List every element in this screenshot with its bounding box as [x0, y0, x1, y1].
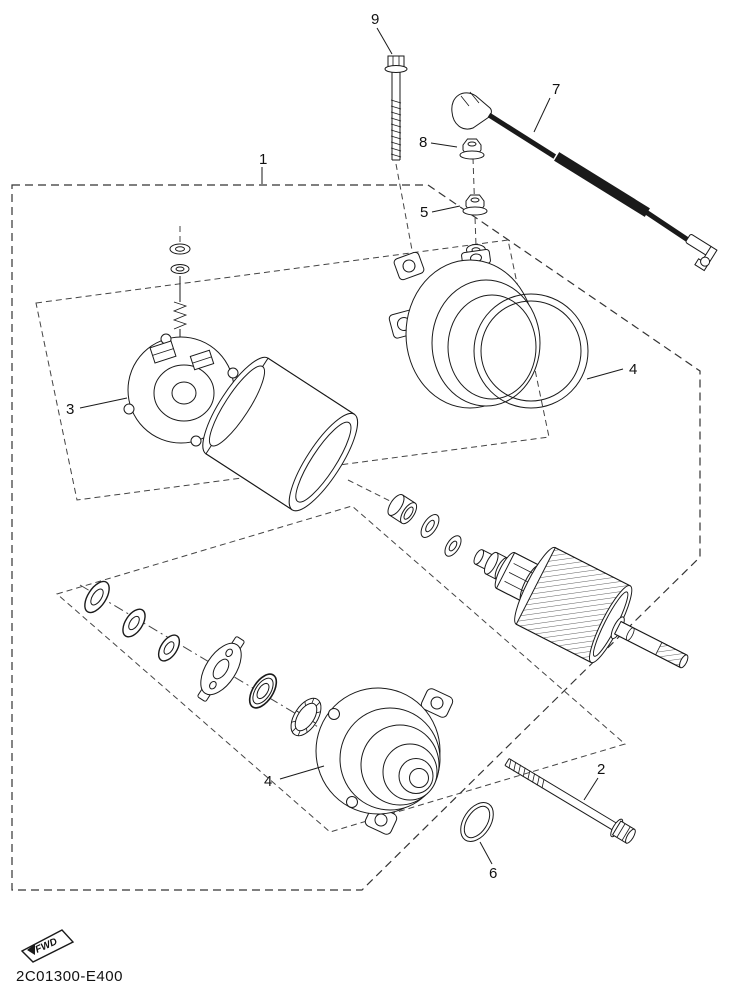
callout-7: 7	[552, 81, 560, 98]
washer-stack	[84, 580, 181, 662]
bolt-2-threads	[508, 759, 545, 789]
starter-cable-7	[451, 91, 718, 272]
armature	[473, 546, 689, 669]
leader-lines	[79, 27, 624, 865]
assembly-plane-upper	[35, 239, 550, 501]
callout-4-upper: 4	[629, 361, 637, 378]
callout-2: 2	[597, 761, 605, 778]
callout-3: 3	[66, 401, 74, 418]
bolt-9-threads	[390, 99, 402, 158]
nut-8	[459, 138, 485, 160]
callout-6: 6	[489, 865, 497, 882]
fwd-arrow-icon	[27, 944, 35, 955]
motor-housing	[202, 356, 359, 512]
end-cover	[388, 249, 541, 409]
thrust-plate	[197, 636, 245, 702]
needle-bearing	[290, 697, 322, 737]
bearing	[248, 673, 278, 709]
callout-5: 5	[420, 204, 428, 221]
fwd-flag: FWD	[20, 929, 75, 963]
bolt-2	[504, 758, 636, 844]
outer-boundary	[11, 184, 701, 891]
brush-plate-3	[123, 243, 241, 447]
callouts: 9 7 8 5 1 4 3 4 2 6	[66, 11, 637, 882]
callout-9: 9	[371, 11, 379, 28]
spacer-bushing	[387, 493, 418, 525]
nut-5	[462, 194, 488, 216]
callout-8: 8	[419, 134, 427, 151]
assembly-plane-lower	[55, 505, 627, 833]
part-code: 2C01300-E400	[16, 968, 123, 985]
spacer-washer-a	[420, 514, 440, 538]
front-cover	[315, 687, 454, 835]
o-ring-4-upper	[473, 293, 589, 409]
o-ring-6	[460, 802, 494, 842]
callout-1: 1	[259, 151, 267, 168]
callout-4-lower: 4	[264, 773, 272, 790]
spacer-washer-b	[444, 535, 462, 557]
cable-terminal	[685, 234, 718, 272]
bolt-9	[384, 55, 408, 161]
